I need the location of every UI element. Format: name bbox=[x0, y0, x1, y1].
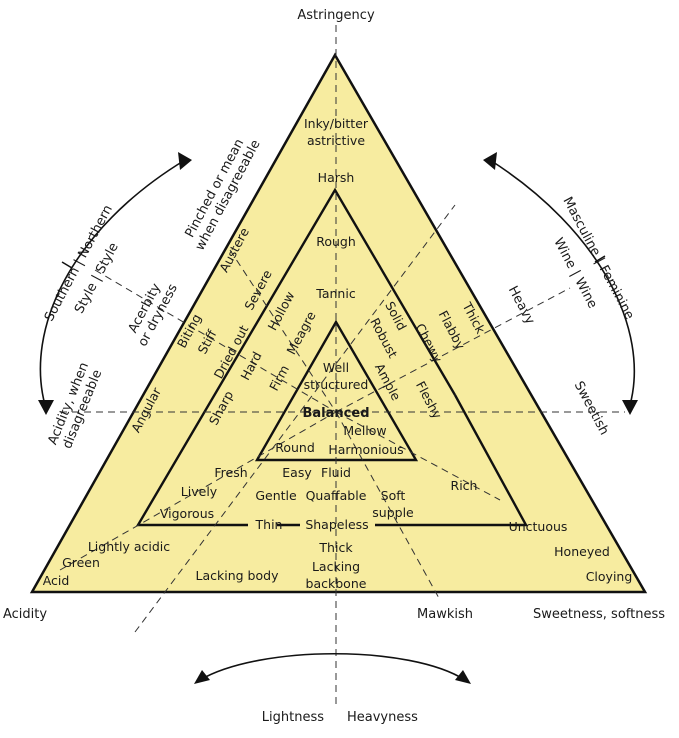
term-honeyed: Honeyed bbox=[554, 544, 610, 559]
term-lightly-acidic: Lightly acidic bbox=[88, 539, 170, 554]
term-tannic: Tannic bbox=[315, 286, 356, 301]
pinched-diagonal-guide bbox=[229, 249, 337, 413]
term-lively: Lively bbox=[181, 484, 218, 499]
acerbity-label: Acerbityor dryness bbox=[122, 274, 181, 349]
bottom-arc-right-label: Heavyness bbox=[347, 710, 418, 725]
left-curved-arrow bbox=[38, 152, 192, 415]
right-curved-arrow bbox=[483, 152, 638, 415]
term-rich: Rich bbox=[451, 478, 478, 493]
vertex-label-right: Sweetness, softness bbox=[533, 607, 665, 622]
sweet-diagonal-guide bbox=[335, 287, 571, 413]
lightly-acidic-guide bbox=[59, 411, 337, 571]
term-round: Round bbox=[275, 440, 315, 455]
term-harmonious: Harmonious bbox=[328, 442, 403, 457]
term-thin: Thin bbox=[255, 517, 283, 532]
term-cloying: Cloying bbox=[586, 569, 633, 584]
heavy-label: Heavy bbox=[505, 284, 538, 328]
term-unctuous: Unctuous bbox=[509, 519, 568, 534]
right-arc-end-label: Sweetish bbox=[571, 379, 612, 438]
heavy-diagonal-guide bbox=[134, 204, 456, 633]
acerbity-diagonal-guide bbox=[94, 269, 337, 413]
middle-triangle-left bbox=[135, 187, 457, 527]
term-green: Green bbox=[62, 555, 100, 570]
bottom-arc-left-label: Lightness bbox=[262, 710, 324, 725]
term-fresh: Fresh bbox=[214, 465, 247, 480]
vertex-label-top: Astringency bbox=[297, 8, 375, 23]
term-gentle: Gentle bbox=[255, 488, 297, 503]
term-balanced: Balanced bbox=[303, 406, 370, 421]
term-harsh: Harsh bbox=[318, 170, 355, 185]
term-acid: Acid bbox=[43, 573, 70, 588]
term-easy: Easy bbox=[282, 465, 312, 480]
middle-triangle-right bbox=[375, 394, 529, 527]
term-lacking-body: Lacking body bbox=[196, 568, 280, 583]
term-vigorous: Vigorous bbox=[160, 506, 214, 521]
term-mellow: Mellow bbox=[343, 423, 386, 438]
term-quaffable: Quaffable bbox=[306, 488, 367, 503]
vertex-label-left: Acidity bbox=[3, 607, 47, 622]
left-arc-end-label: Acidity, whendisagreeable bbox=[45, 360, 106, 452]
term-fluid: Fluid bbox=[321, 465, 351, 480]
outer-triangle bbox=[29, 52, 648, 594]
mawkish-label: Mawkish bbox=[417, 607, 473, 622]
term-rough: Rough bbox=[316, 234, 356, 249]
bottom-curved-arrow bbox=[194, 653, 471, 684]
term-thick-bottom: Thick bbox=[318, 540, 353, 555]
term-shapeless: Shapeless bbox=[305, 517, 368, 532]
